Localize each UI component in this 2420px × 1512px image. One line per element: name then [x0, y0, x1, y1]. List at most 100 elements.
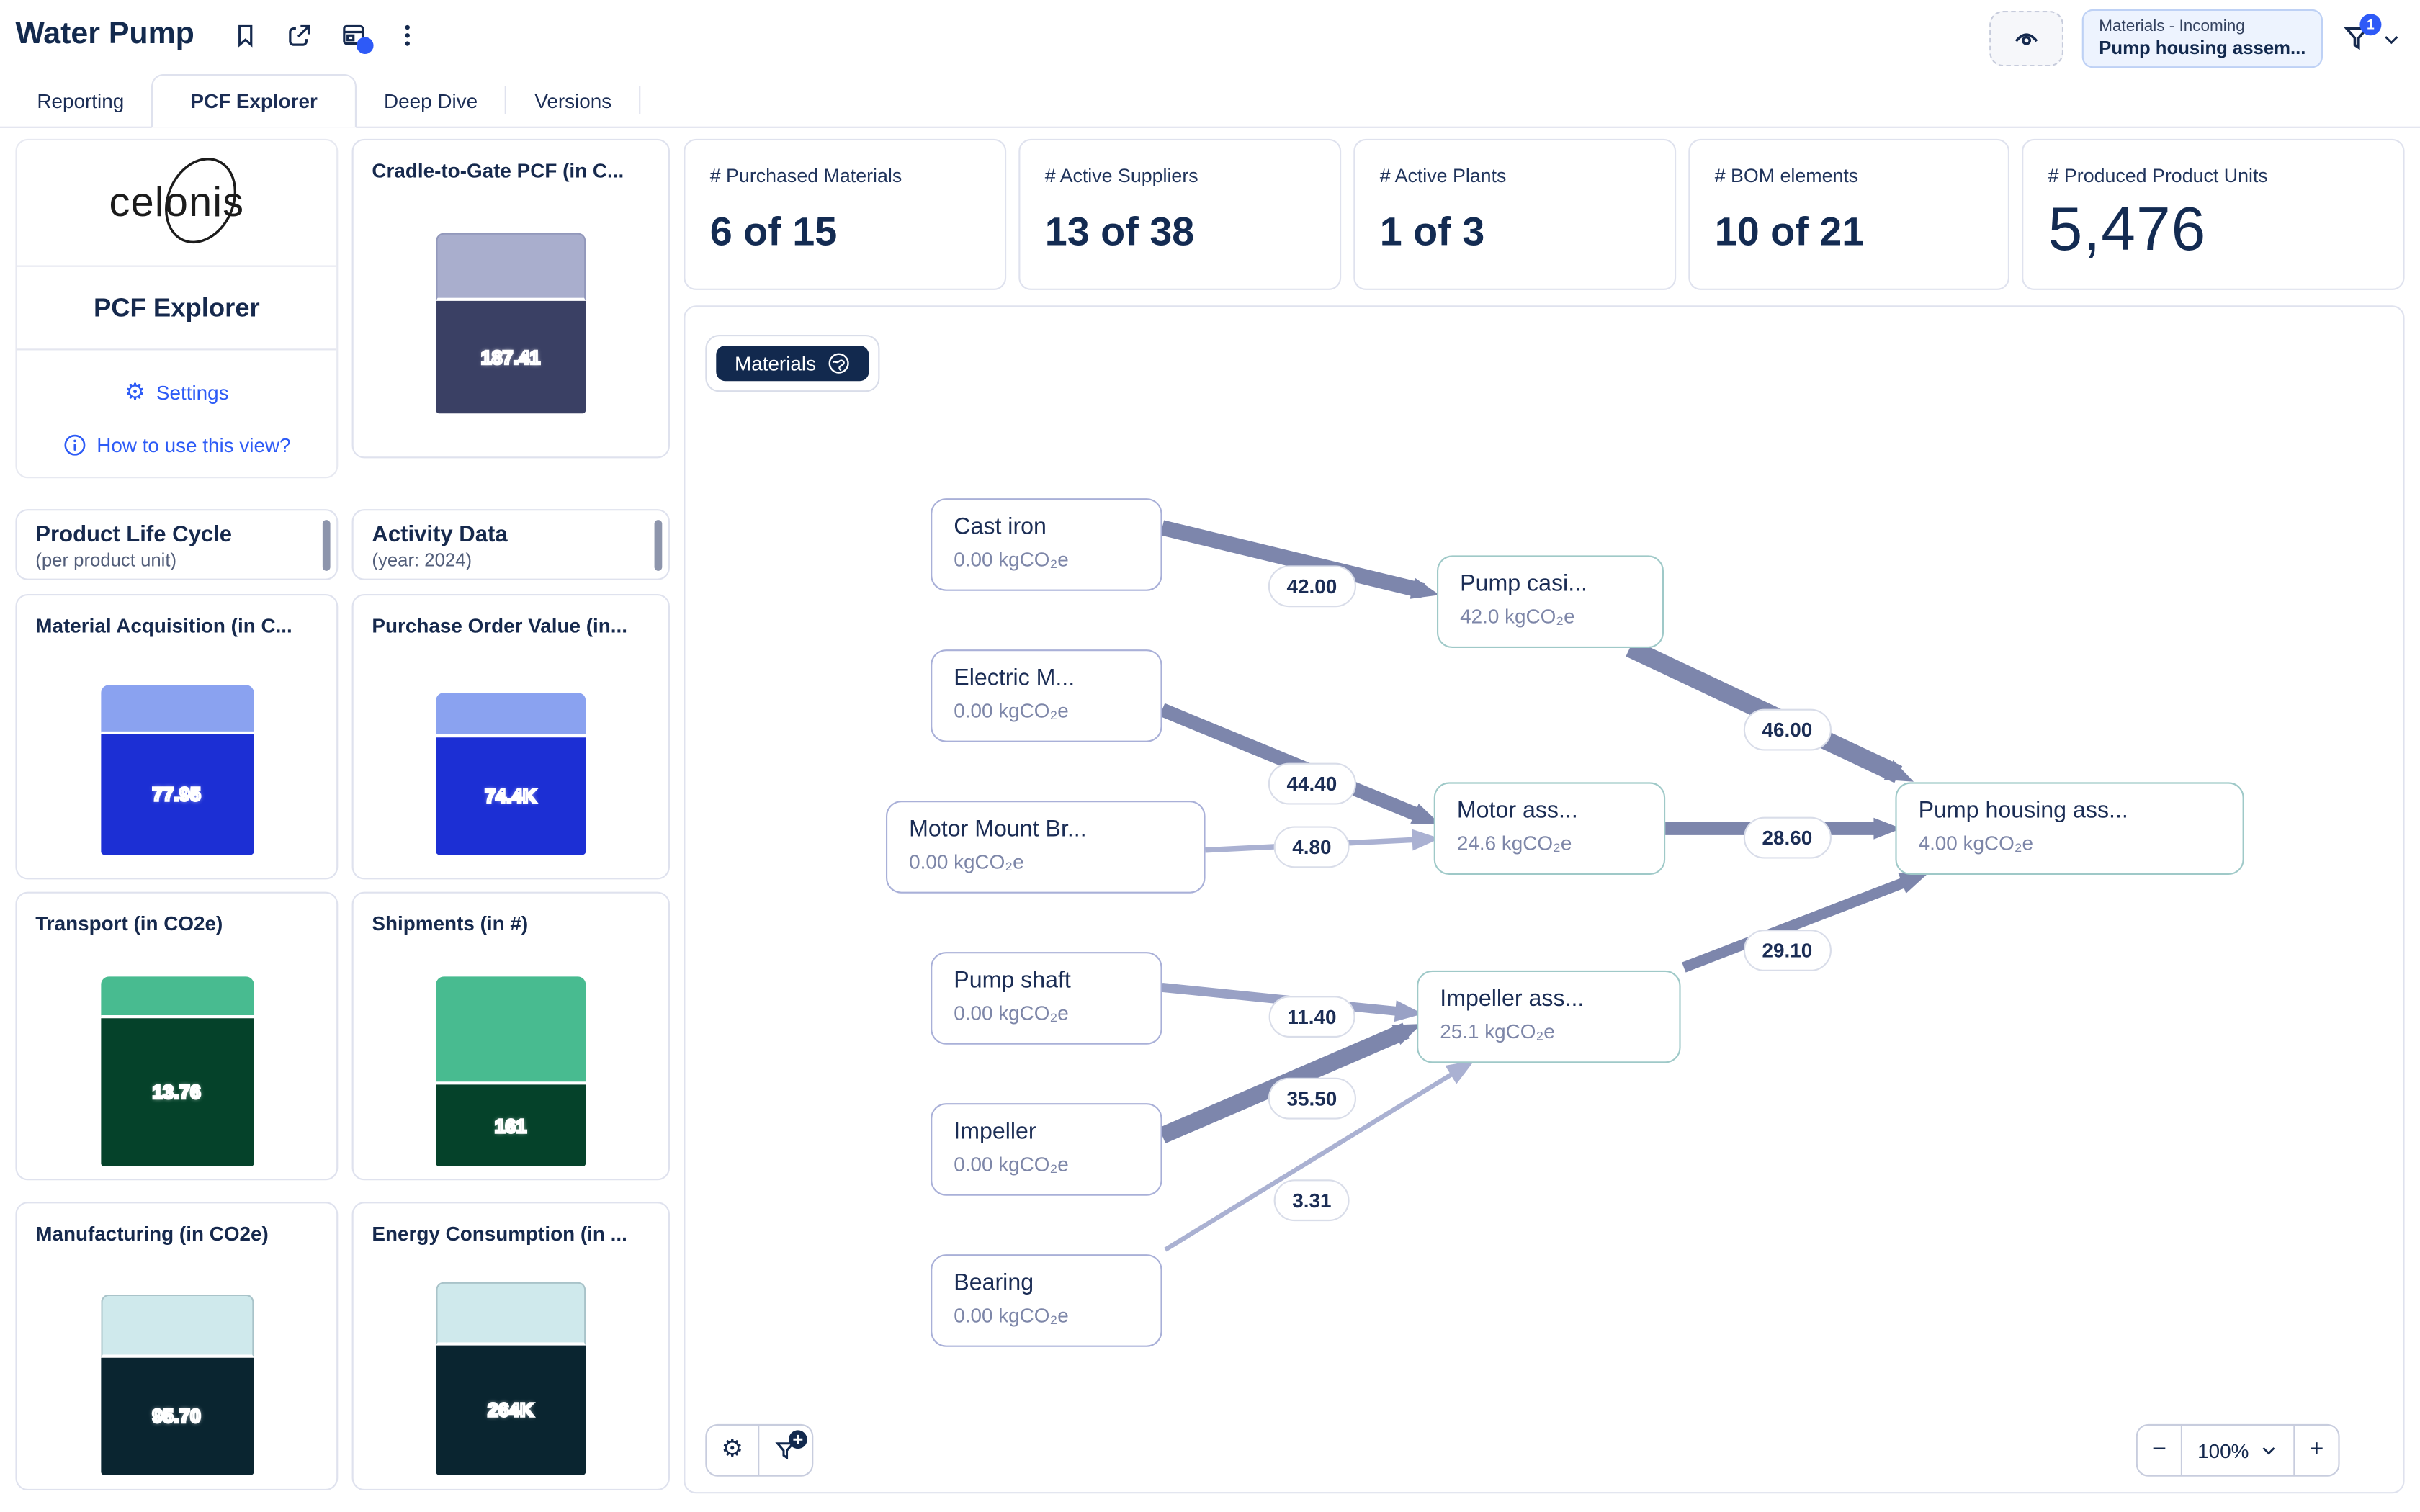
pcf-flow-panel: Materials Cast iron 0.00 kgCO₂e Electric… [684, 305, 2405, 1494]
chart-title: Purchase Order Value (in... [372, 613, 627, 637]
data-model-icon[interactable] [339, 22, 374, 54]
tab-bar: Reporting PCF Explorer Deep Dive Version… [0, 73, 2420, 128]
node-pump-housing-assembly[interactable]: Pump housing ass... 4.00 kgCO₂e [1895, 782, 2244, 875]
node-impeller-assembly[interactable]: Impeller ass... 25.1 kgCO₂e [1417, 970, 1681, 1063]
material-acquisition-card: Material Acquisition (in C... 77.95 [15, 594, 339, 880]
chevron-down-icon [2262, 1447, 2275, 1455]
shipments-card: Shipments (in #) 161 [351, 891, 670, 1181]
kpi-produced-product-units: # Produced Product Units 5,476 [2022, 138, 2405, 290]
materials-chip-container: Materials [705, 335, 879, 392]
material-acquisition-bar[interactable]: 77.95 [100, 685, 254, 855]
edge-value: 42.00 [1268, 565, 1356, 608]
view-visibility-button[interactable] [1989, 11, 2063, 67]
zoom-control: − 100% + [2136, 1423, 2340, 1477]
materials-chip[interactable]: Materials [716, 346, 869, 382]
info-icon [63, 433, 85, 455]
manufacturing-card: Manufacturing (in CO2e) 95.70 [15, 1202, 339, 1490]
edge-value: 29.10 [1743, 930, 1832, 971]
tab-deep-dive[interactable]: Deep Dive [384, 89, 478, 113]
edge-impeller-assembly-pump-housing [1682, 873, 1928, 973]
transport-card: Transport (in CO2e) 13.76 [15, 891, 339, 1181]
bar-value: 13.76 [151, 1080, 202, 1104]
node-impeller[interactable]: Impeller 0.00 kgCO₂e [931, 1103, 1162, 1196]
edge-value: 28.60 [1743, 816, 1832, 859]
bar-value: 95.70 [151, 1404, 202, 1428]
purchase-order-value-card: Purchase Order Value (in... 74.4K [351, 594, 670, 880]
edge-bearing-impeller-assembly [1164, 1060, 1475, 1252]
transport-bar[interactable]: 13.76 [100, 976, 254, 1166]
product-life-cycle-header: Product Life Cycle (per product unit) [15, 509, 339, 580]
chart-title: Cradle-to-Gate PCF (in C... [372, 158, 624, 182]
cradle-to-gate-pcf-card: Cradle-to-Gate PCF (in C... 187.41 [351, 138, 670, 459]
node-pump-shaft[interactable]: Pump shaft 0.00 kgCO₂e [931, 952, 1162, 1045]
flow-add-filter-button[interactable] [759, 1426, 812, 1475]
gear-icon: ⚙ [721, 1436, 744, 1463]
zoom-in-button[interactable]: + [2309, 1436, 2324, 1463]
active-filter-chip[interactable]: Materials - Incoming Pump housing assem.… [2081, 9, 2323, 68]
eye-icon [2015, 33, 2038, 45]
bookmark-icon[interactable] [231, 22, 259, 50]
chart-title: Material Acquisition (in C... [35, 613, 292, 637]
edge-value: 11.40 [1268, 996, 1355, 1038]
energy-consumption-card: Energy Consumption (in ... 264K [351, 1202, 670, 1490]
scrollbar-thumb[interactable] [654, 520, 663, 571]
globe-icon [828, 353, 849, 374]
edge-value: 46.00 [1743, 708, 1832, 751]
sidebar: celonis PCF Explorer ⚙ Settings How to u… [15, 138, 339, 479]
node-pump-casing[interactable]: Pump casi... 42.0 kgCO₂e [1436, 555, 1664, 648]
edge-value: 4.80 [1273, 826, 1350, 868]
bar-value: 161 [493, 1114, 528, 1138]
bar-value: 264K [487, 1398, 535, 1422]
tab-pcf-explorer[interactable]: PCF Explorer [151, 73, 357, 128]
manufacturing-bar[interactable]: 95.70 [100, 1294, 254, 1475]
node-electric-motor[interactable]: Electric M... 0.00 kgCO₂e [931, 649, 1162, 742]
kpi-active-suppliers: # Active Suppliers 13 of 38 [1018, 138, 1342, 290]
energy-consumption-bar[interactable]: 264K [436, 1282, 586, 1475]
node-motor-assembly[interactable]: Motor ass... 24.6 kgCO₂e [1433, 782, 1666, 875]
chart-title: Transport (in CO2e) [35, 912, 223, 935]
kpi-active-plants: # Active Plants 1 of 3 [1353, 138, 1677, 290]
bar-value: 74.4K [484, 784, 538, 808]
filter-count-badge: 1 [2360, 14, 2382, 36]
settings-link[interactable]: ⚙ Settings [125, 379, 229, 405]
chart-title: Energy Consumption (in ... [372, 1222, 627, 1246]
edge-value: 3.31 [1273, 1179, 1350, 1222]
notification-dot [356, 37, 374, 54]
shipments-bar[interactable]: 161 [436, 976, 586, 1166]
flow-settings-toolbar: ⚙ [705, 1423, 814, 1477]
activity-data-header: Activity Data (year: 2024) [351, 509, 670, 580]
help-link[interactable]: How to use this view? [17, 418, 337, 471]
filter-chip-category: Materials - Incoming [2099, 17, 2245, 36]
edge-value: 35.50 [1268, 1077, 1356, 1120]
chevron-down-icon [2385, 35, 2398, 44]
scrollbar-thumb[interactable] [322, 520, 331, 571]
flow-settings-button[interactable]: ⚙ [707, 1426, 758, 1475]
tab-reporting[interactable]: Reporting [37, 89, 125, 113]
cradle-pcf-bar[interactable]: 187.41 [436, 233, 586, 414]
filter-menu-button[interactable]: 1 [2341, 14, 2402, 54]
tab-versions[interactable]: Versions [534, 89, 612, 113]
app-name: PCF Explorer [93, 292, 260, 322]
more-menu-icon[interactable] [393, 22, 421, 50]
node-bearing[interactable]: Bearing 0.00 kgCO₂e [931, 1254, 1162, 1347]
zoom-out-button[interactable]: − [2151, 1436, 2166, 1463]
kpi-bom-elements: # BOM elements 10 of 21 [1688, 138, 2009, 290]
celonis-logo: celonis [17, 140, 337, 266]
zoom-level-dropdown[interactable]: 100% [2182, 1426, 2293, 1475]
bar-value: 187.41 [480, 346, 541, 369]
node-motor-mount-bracket[interactable]: Motor Mount Br... 0.00 kgCO₂e [886, 801, 1206, 894]
chart-title: Shipments (in #) [372, 912, 529, 935]
edge-cast-iron-pump-casing [1160, 520, 1440, 599]
tab-separator [639, 86, 641, 114]
filter-chip-value: Pump housing assem... [2099, 37, 2306, 59]
chart-title: Manufacturing (in CO2e) [35, 1222, 269, 1246]
node-cast-iron[interactable]: Cast iron 0.00 kgCO₂e [931, 498, 1162, 591]
page-title: Water Pump [15, 17, 194, 51]
gear-icon: ⚙ [125, 379, 145, 405]
tab-separator [505, 86, 507, 114]
edge-value: 44.40 [1268, 762, 1356, 805]
purchase-order-value-bar[interactable]: 74.4K [436, 693, 586, 855]
bar-value: 77.95 [151, 783, 202, 806]
share-icon[interactable] [285, 22, 313, 50]
